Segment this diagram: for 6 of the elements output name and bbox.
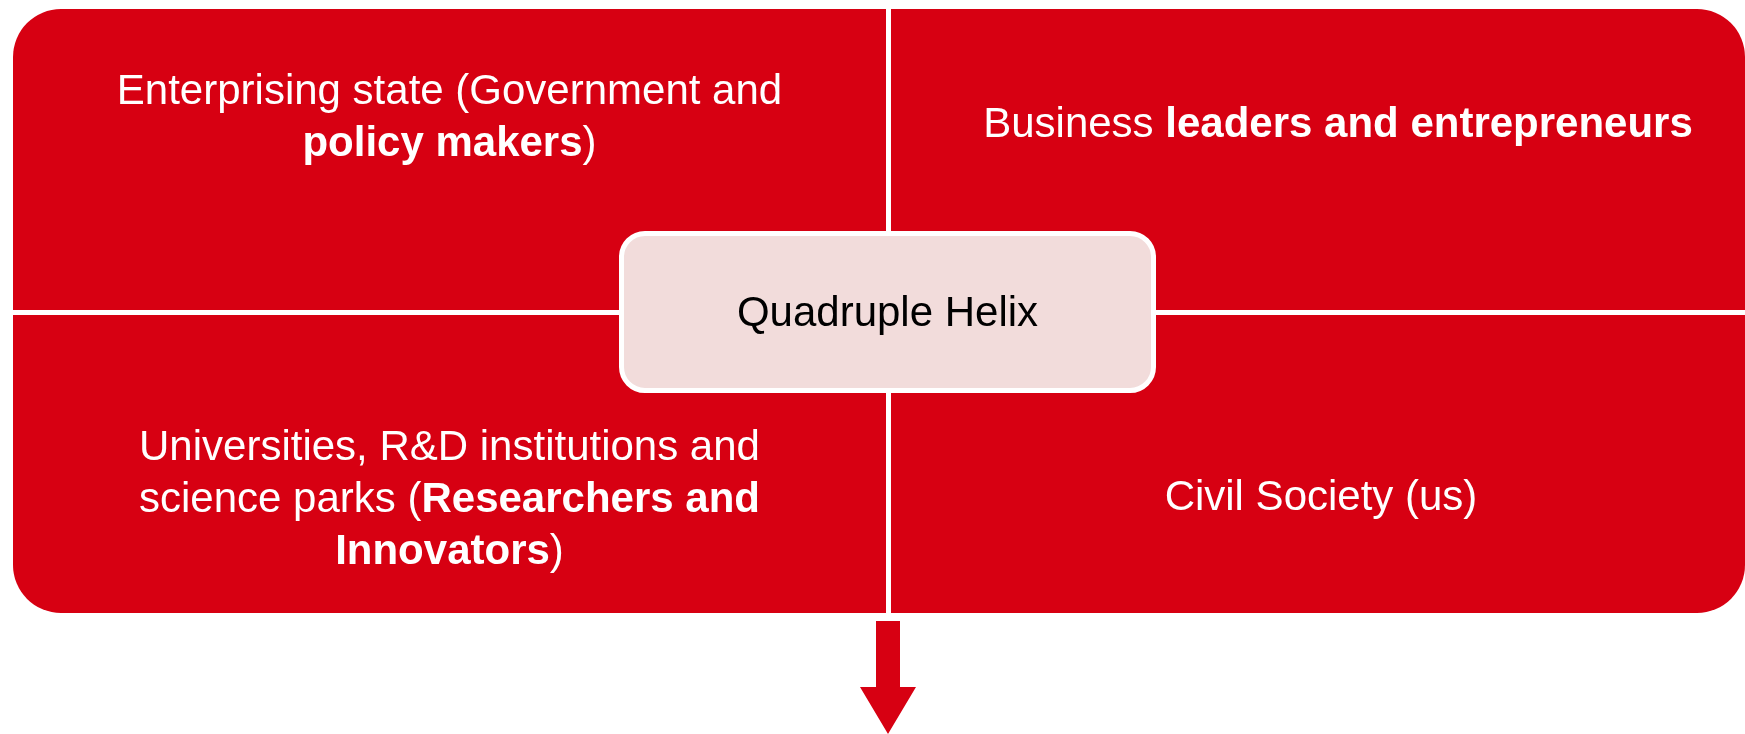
panel-text: Universities, R&D institutions and science parks (Researchers and Innovators) xyxy=(138,421,761,575)
center-text: Quadruple Helix xyxy=(736,287,1039,337)
panel-text: Business leaders and entrepreneurs xyxy=(982,98,1694,148)
panel-text: Civil Society (us) xyxy=(1163,471,1479,521)
center-box xyxy=(619,231,1156,393)
panel-text: Enterprising state (Government and policy makers) xyxy=(115,65,784,167)
